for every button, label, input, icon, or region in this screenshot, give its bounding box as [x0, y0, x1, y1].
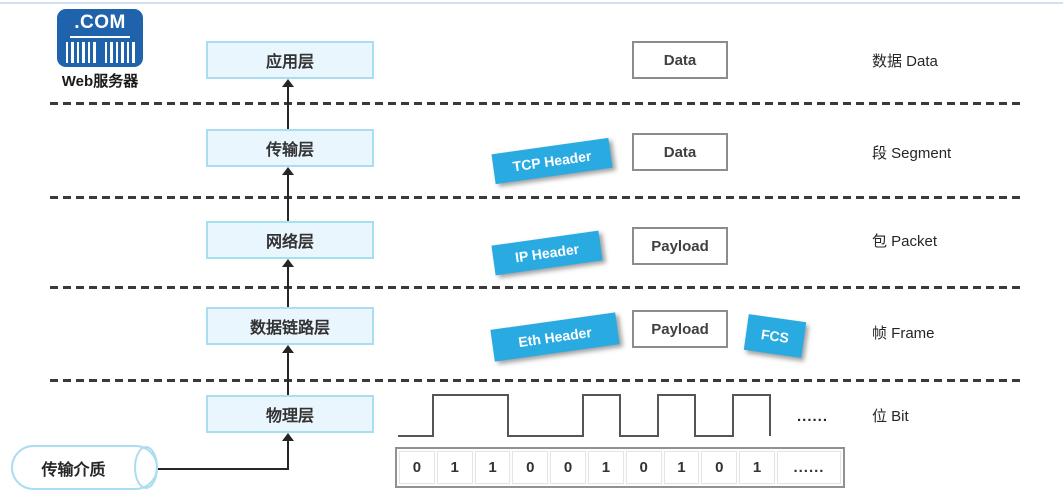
separator-4 [50, 379, 1020, 382]
arrow-up-icon [282, 167, 294, 175]
layer-transport: 传输层 [206, 129, 374, 167]
unit-label-bit: 位 Bit [872, 408, 909, 425]
tag-tcp-header: TCP Header [491, 137, 613, 185]
medium-connector-line [158, 468, 289, 470]
tag-fcs: FCS [743, 314, 807, 358]
separator-2 [50, 196, 1020, 199]
bit-cell: 1 [587, 451, 624, 484]
separator-1 [50, 102, 1020, 105]
arrow-up-icon [282, 259, 294, 267]
separator-3 [50, 286, 1020, 289]
unit-label-data: 数据 Data [872, 53, 938, 70]
web-server-icon: .COM [57, 9, 143, 67]
bit-cell: 1 [739, 451, 775, 484]
top-divider [0, 2, 1063, 4]
arrow-up-icon [282, 433, 294, 441]
pdu-data-app: Data [632, 41, 728, 79]
bit-cell: 1 [663, 451, 700, 484]
bit-cell: 1 [474, 451, 511, 484]
layer-datalink: 数据链路层 [206, 307, 374, 345]
logo-rule [70, 36, 130, 38]
pdu-payload-network: Payload [632, 227, 728, 265]
bit-cell: 0 [550, 451, 586, 484]
arrow-up-icon [282, 345, 294, 353]
pdu-payload-datalink: Payload [632, 310, 728, 348]
bit-cell: 0 [625, 451, 662, 484]
arrow-line [287, 352, 289, 395]
arrow-line [287, 266, 289, 307]
barcode-icon [65, 42, 135, 63]
waveform-ellipsis: ...... [797, 408, 829, 425]
arrow-line [287, 174, 289, 221]
web-server-label: Web服务器 [61, 73, 139, 90]
unit-label-frame: 帧 Frame [872, 325, 935, 342]
tag-eth-header: Eth Header [490, 312, 620, 362]
unit-label-segment: 段 Segment [872, 145, 952, 162]
bit-waveform [398, 394, 771, 437]
unit-label-packet: 包 Packet [872, 233, 938, 250]
arrow-line [287, 440, 289, 469]
arrow-up-icon [282, 79, 294, 87]
bit-cell: 0 [701, 451, 738, 484]
logo-com-text: .COM [74, 12, 126, 33]
transmission-medium-label: 传输介质 [41, 461, 106, 479]
arrow-line [287, 86, 289, 129]
bit-cell: 0 [399, 451, 435, 484]
layer-network: 网络层 [206, 221, 374, 259]
cylinder-cap [134, 446, 158, 489]
layer-physical: 物理层 [206, 395, 374, 433]
pdu-data-transport: Data [632, 133, 728, 171]
bit-cell-ellipsis: ...... [776, 451, 841, 484]
bit-cell: 0 [512, 451, 549, 484]
bit-cell: 1 [436, 451, 473, 484]
bit-sequence: 0 1 1 0 0 1 0 1 0 1 ...... [395, 447, 845, 488]
layer-application: 应用层 [206, 41, 374, 79]
tag-ip-header: IP Header [491, 230, 603, 276]
